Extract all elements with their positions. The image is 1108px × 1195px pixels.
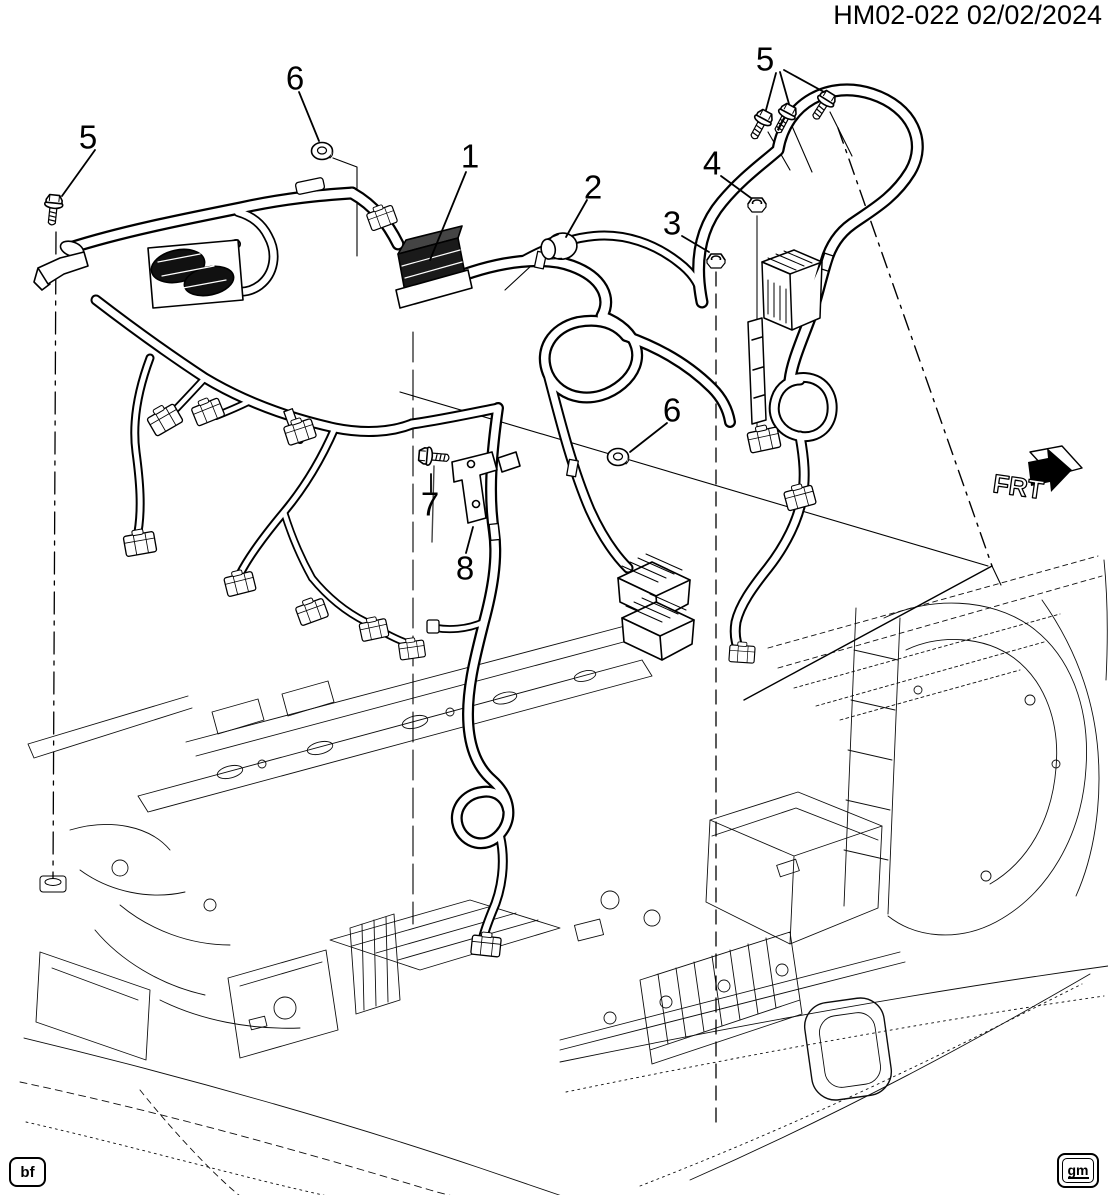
engine-bay-linework <box>19 555 1108 1195</box>
nut-icon <box>747 197 767 213</box>
harness-connectors <box>121 200 823 958</box>
bolt-icon <box>417 445 451 468</box>
page-code-box: bf <box>9 1157 46 1187</box>
page-code-label: bf <box>20 1163 35 1181</box>
callout-label-7: 7 <box>420 485 440 523</box>
callout-label-2: 2 <box>583 168 603 206</box>
connector-spray-4 <box>121 526 158 558</box>
page-title: HM02-022 02/02/2024 <box>833 0 1102 30</box>
connector-cluster <box>147 239 244 309</box>
grommet-icon <box>310 141 334 161</box>
callout-label-3: 3 <box>662 204 682 242</box>
connector-center-drop-end <box>470 930 503 958</box>
gm-logo-frame: gm <box>1062 1158 1094 1183</box>
harness-bracket-8 <box>451 451 521 524</box>
connector-right-end <box>728 640 756 664</box>
callout-label-8: 8 <box>455 549 475 587</box>
callout-label-5-left: 5 <box>78 118 98 156</box>
bolt-icon <box>41 193 65 227</box>
connector-spray-2 <box>188 393 226 427</box>
frt-arrow-icon <box>1028 448 1072 492</box>
connector-spray-6 <box>293 593 330 627</box>
callout-leader-lines <box>61 69 825 554</box>
connector-right-drop <box>781 480 818 512</box>
gm-logo-text: gm <box>1067 1161 1089 1179</box>
connector-stack <box>617 553 695 661</box>
connector-spray-5 <box>222 566 257 598</box>
callout-label-6-mid: 6 <box>662 391 682 429</box>
gm-logo-box: gm <box>1057 1153 1099 1188</box>
relay-connector-block <box>747 249 823 425</box>
callout-label-6-top: 6 <box>285 59 305 97</box>
nut-icon <box>706 253 726 269</box>
frt-label: FRT <box>991 468 1045 505</box>
grommet-icon <box>540 232 578 261</box>
callout-label-4: 4 <box>702 144 722 182</box>
callout-label-5-right: 5 <box>755 40 775 78</box>
wiring-harness <box>33 90 917 938</box>
frt-direction-marker: FRT <box>991 445 1083 506</box>
connector-right-lower <box>745 422 782 454</box>
grommet-icon <box>606 447 630 467</box>
fastener-icons <box>41 87 840 468</box>
ground-terminal-bracket <box>33 240 89 291</box>
main-harness-connector-1 <box>395 225 473 309</box>
callout-label-1: 1 <box>460 137 480 175</box>
